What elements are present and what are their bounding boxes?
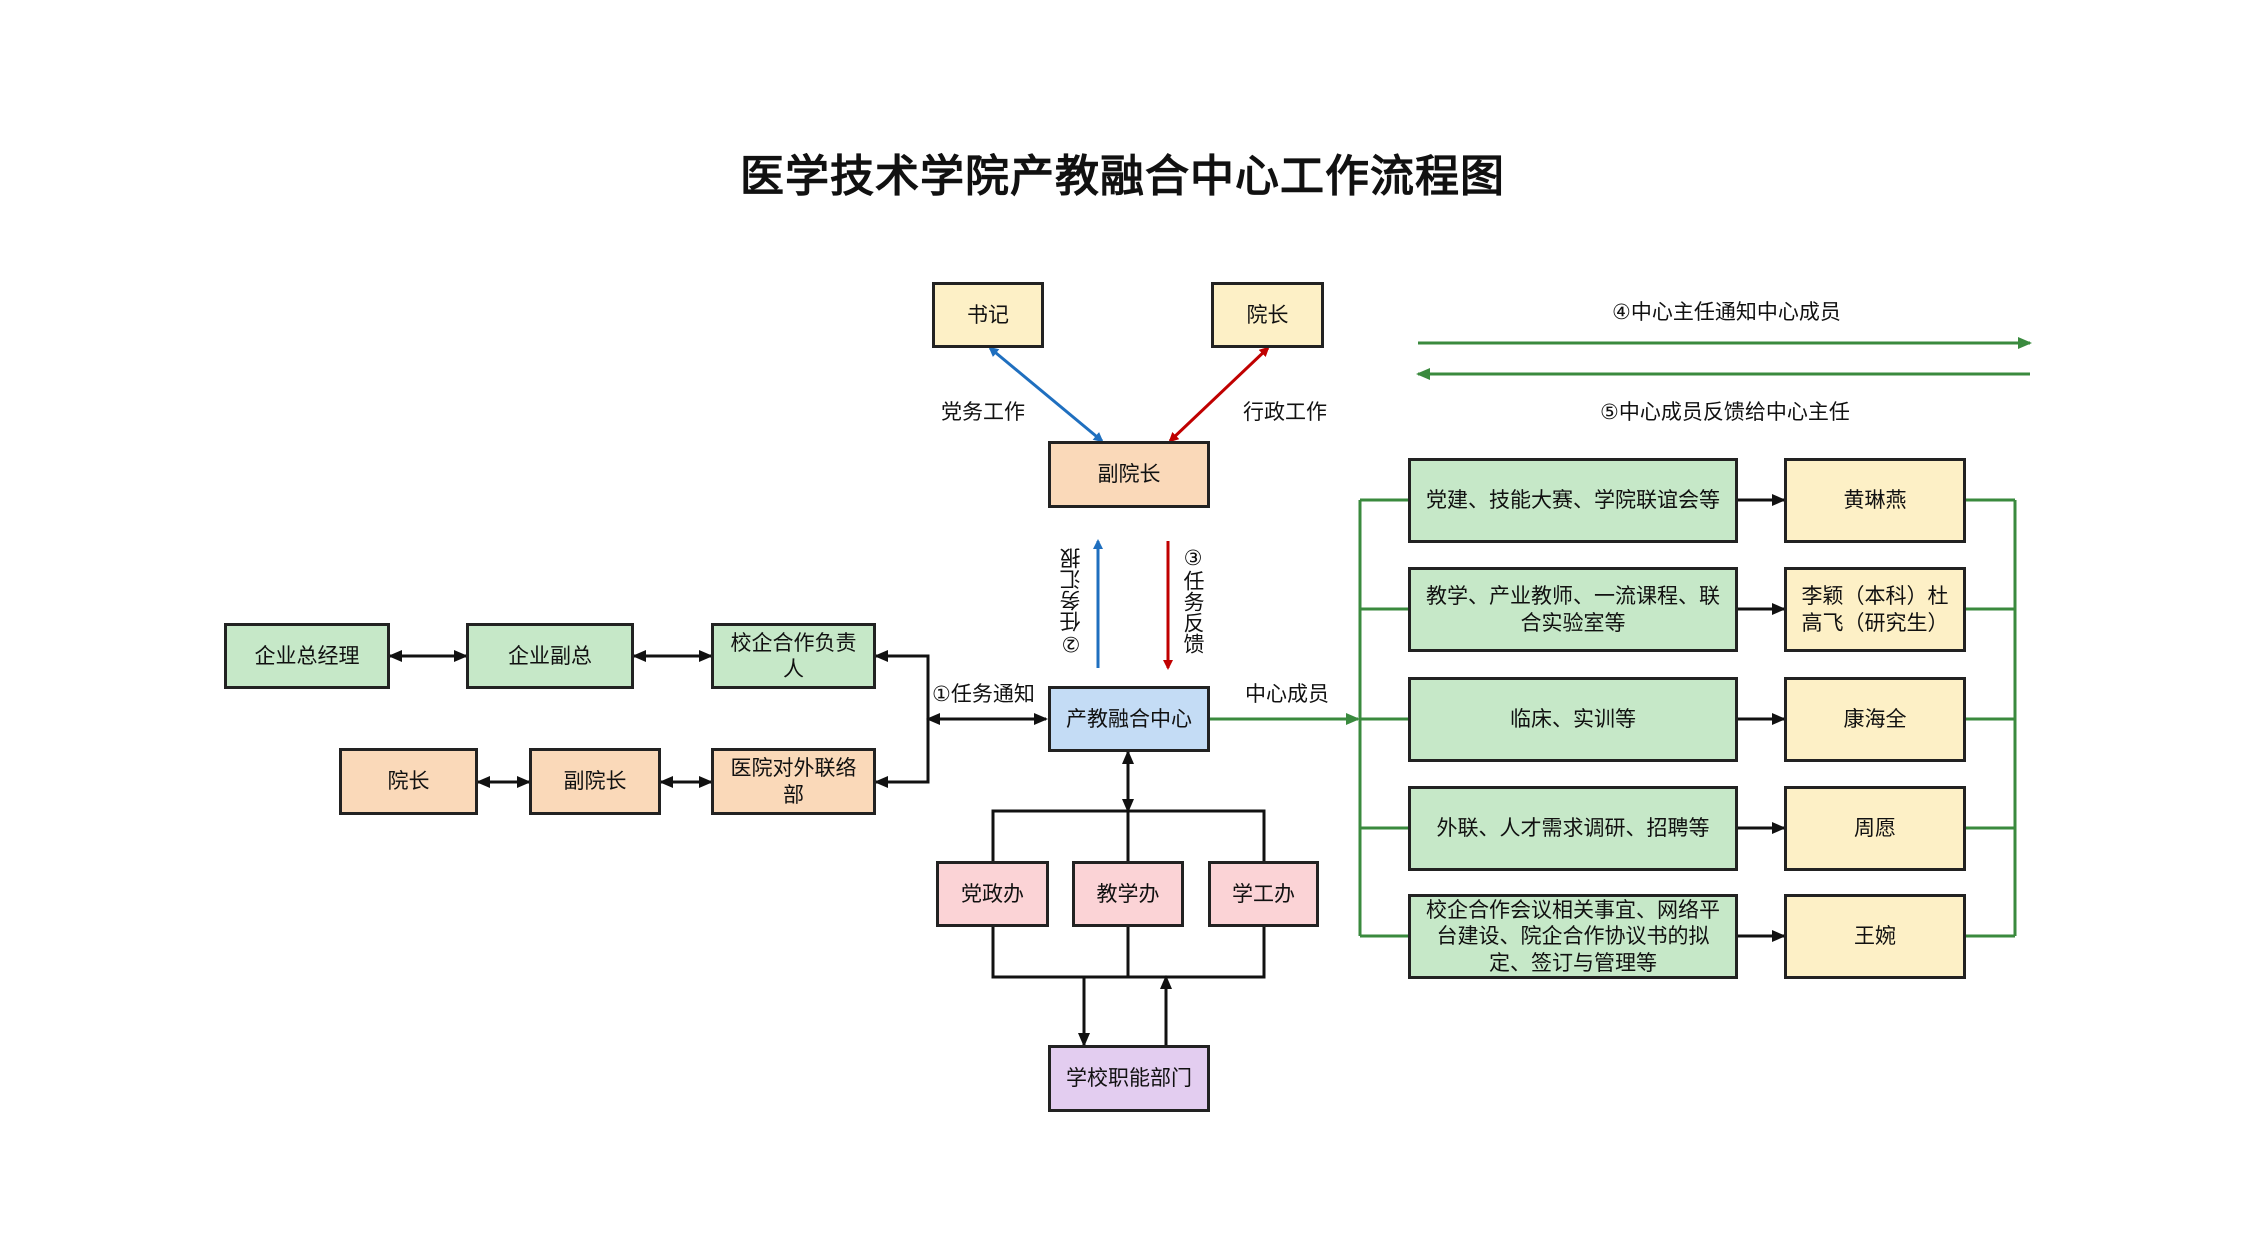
- task-box: 外联、人才需求调研、招聘等: [1408, 786, 1738, 871]
- feedback-label: ③任务反馈: [1181, 546, 1205, 654]
- task-box: 校企合作会议相关事宜、网络平台建设、院企合作协议书的拟定、签订与管理等: [1408, 894, 1738, 979]
- hospital-dean-box: 院长: [339, 748, 478, 815]
- center-box: 产教融合中心: [1048, 686, 1210, 752]
- enterprise-gm-box: 企业总经理: [224, 623, 390, 689]
- task-box: 临床、实训等: [1408, 677, 1738, 762]
- director-notify-label: ④中心主任通知中心成员: [1612, 300, 1841, 324]
- page-title: 医学技术学院产教融合中心工作流程图: [740, 151, 1505, 202]
- student-office-box: 学工办: [1208, 861, 1319, 927]
- task-box: 党建、技能大赛、学院联谊会等: [1408, 458, 1738, 543]
- coop-lead-box: 校企合作负责人: [711, 623, 876, 689]
- secretary-vicedean-arrow: [988, 346, 1104, 443]
- report-label: ②任务汇报: [1059, 548, 1083, 656]
- vice-dean-box: 副院长: [1048, 441, 1210, 508]
- members-label: 中心成员: [1245, 682, 1329, 706]
- teaching-office-box: 教学办: [1072, 861, 1184, 927]
- hospital-liaison-box: 医院对外联络部: [711, 748, 876, 815]
- owner-box: 康海全: [1784, 677, 1966, 762]
- admin-work-label: 行政工作: [1243, 400, 1327, 424]
- owner-box: 周愿: [1784, 786, 1966, 871]
- left-bracket: [876, 654, 930, 784]
- owner-box: 黄琳燕: [1784, 458, 1966, 543]
- dean-vicedean-arrow: [1168, 346, 1270, 443]
- task-box: 教学、产业教师、一流课程、联合实验室等: [1408, 567, 1738, 652]
- member-feedback-label: ⑤中心成员反馈给中心主任: [1600, 400, 1850, 424]
- enterprise-vice-box: 企业副总: [466, 623, 634, 689]
- owner-box: 李颖（本科）杜高飞（研究生）: [1784, 567, 1966, 652]
- secretary-box: 书记: [932, 282, 1044, 348]
- dean-box: 院长: [1211, 282, 1324, 348]
- school-depts-box: 学校职能部门: [1048, 1045, 1210, 1112]
- hospital-vice-box: 副院长: [529, 748, 661, 815]
- owner-box: 王婉: [1784, 894, 1966, 979]
- notify-label: ①任务通知: [932, 682, 1035, 706]
- party-office-box: 党政办: [936, 861, 1049, 927]
- party-work-label: 党务工作: [941, 400, 1025, 424]
